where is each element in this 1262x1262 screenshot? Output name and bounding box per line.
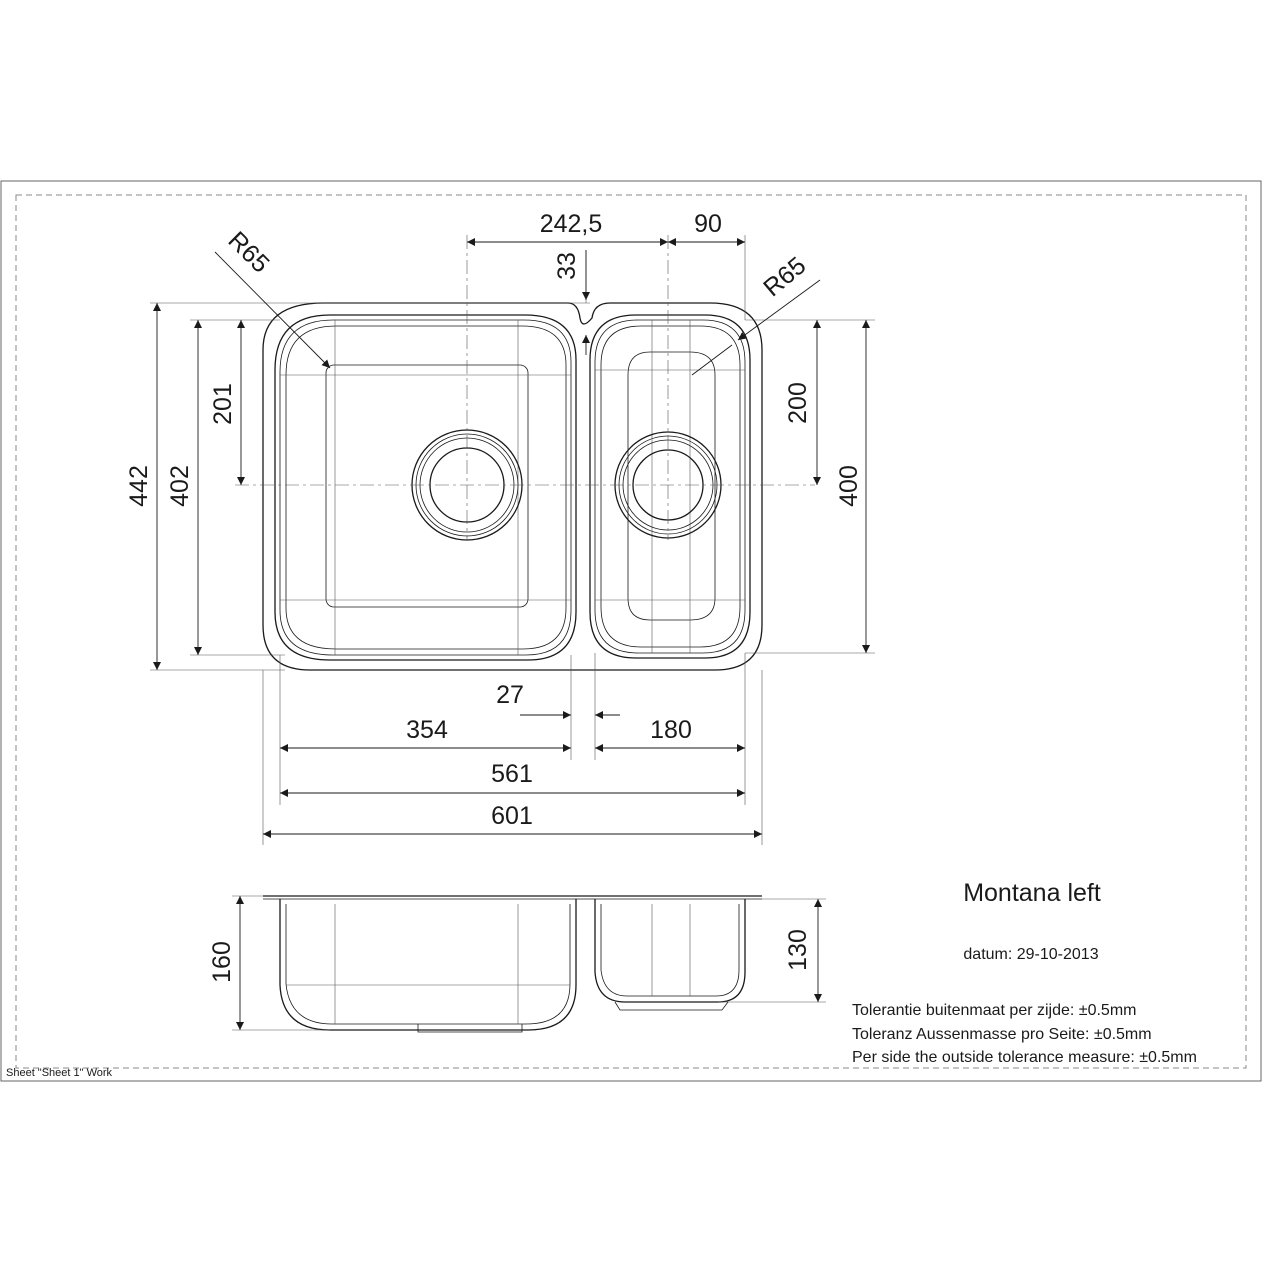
dim-354: 354 <box>406 716 448 744</box>
drawing-title: Montana left <box>963 879 1101 907</box>
sheet-footer: Sheet "Sheet 1" Work <box>6 1067 113 1079</box>
sheet-inner-frame <box>15 194 1247 1069</box>
top-view <box>235 235 815 671</box>
tolerance-english: Per side the outside tolerance measure: … <box>852 1049 1197 1066</box>
dim-r65-left: R65 <box>223 226 275 278</box>
dim-601: 601 <box>491 802 533 830</box>
dim-r65-right: R65 <box>758 251 811 302</box>
left-bowl-floor <box>325 364 529 608</box>
sheet-border <box>0 180 1262 1082</box>
dim-442: 442 <box>125 465 153 507</box>
dim-200: 200 <box>784 382 812 424</box>
dim-400: 400 <box>835 465 863 507</box>
side-right-bowl <box>594 899 746 1003</box>
side-view: 160 130 <box>208 895 826 1033</box>
sink-outer-contour <box>262 302 763 671</box>
dim-201: 201 <box>209 383 237 425</box>
dim-160: 160 <box>208 941 236 983</box>
dim-561: 561 <box>491 760 533 788</box>
drawing-date: datum: 29-10-2013 <box>963 946 1098 963</box>
dim-402: 402 <box>166 465 194 507</box>
dim-27: 27 <box>496 681 524 709</box>
dim-130: 130 <box>784 929 812 971</box>
dim-90: 90 <box>694 210 722 238</box>
dim-242-5: 242,5 <box>540 210 603 238</box>
dim-33: 33 <box>553 252 581 280</box>
right-bowl-rim-outer <box>589 314 751 659</box>
tolerance-dutch: Tolerantie buitenmaat per zijde: ±0.5mm <box>852 1002 1136 1019</box>
right-bowl-floor <box>627 351 716 621</box>
title-block: Montana left datum: 29-10-2013 Toleranti… <box>852 879 1197 1066</box>
left-bowl-rim-outer <box>274 314 577 661</box>
side-left-bowl <box>279 899 577 1031</box>
dim-180: 180 <box>650 716 692 744</box>
tolerance-german: Toleranz Aussenmasse pro Seite: ±0.5mm <box>852 1026 1152 1043</box>
